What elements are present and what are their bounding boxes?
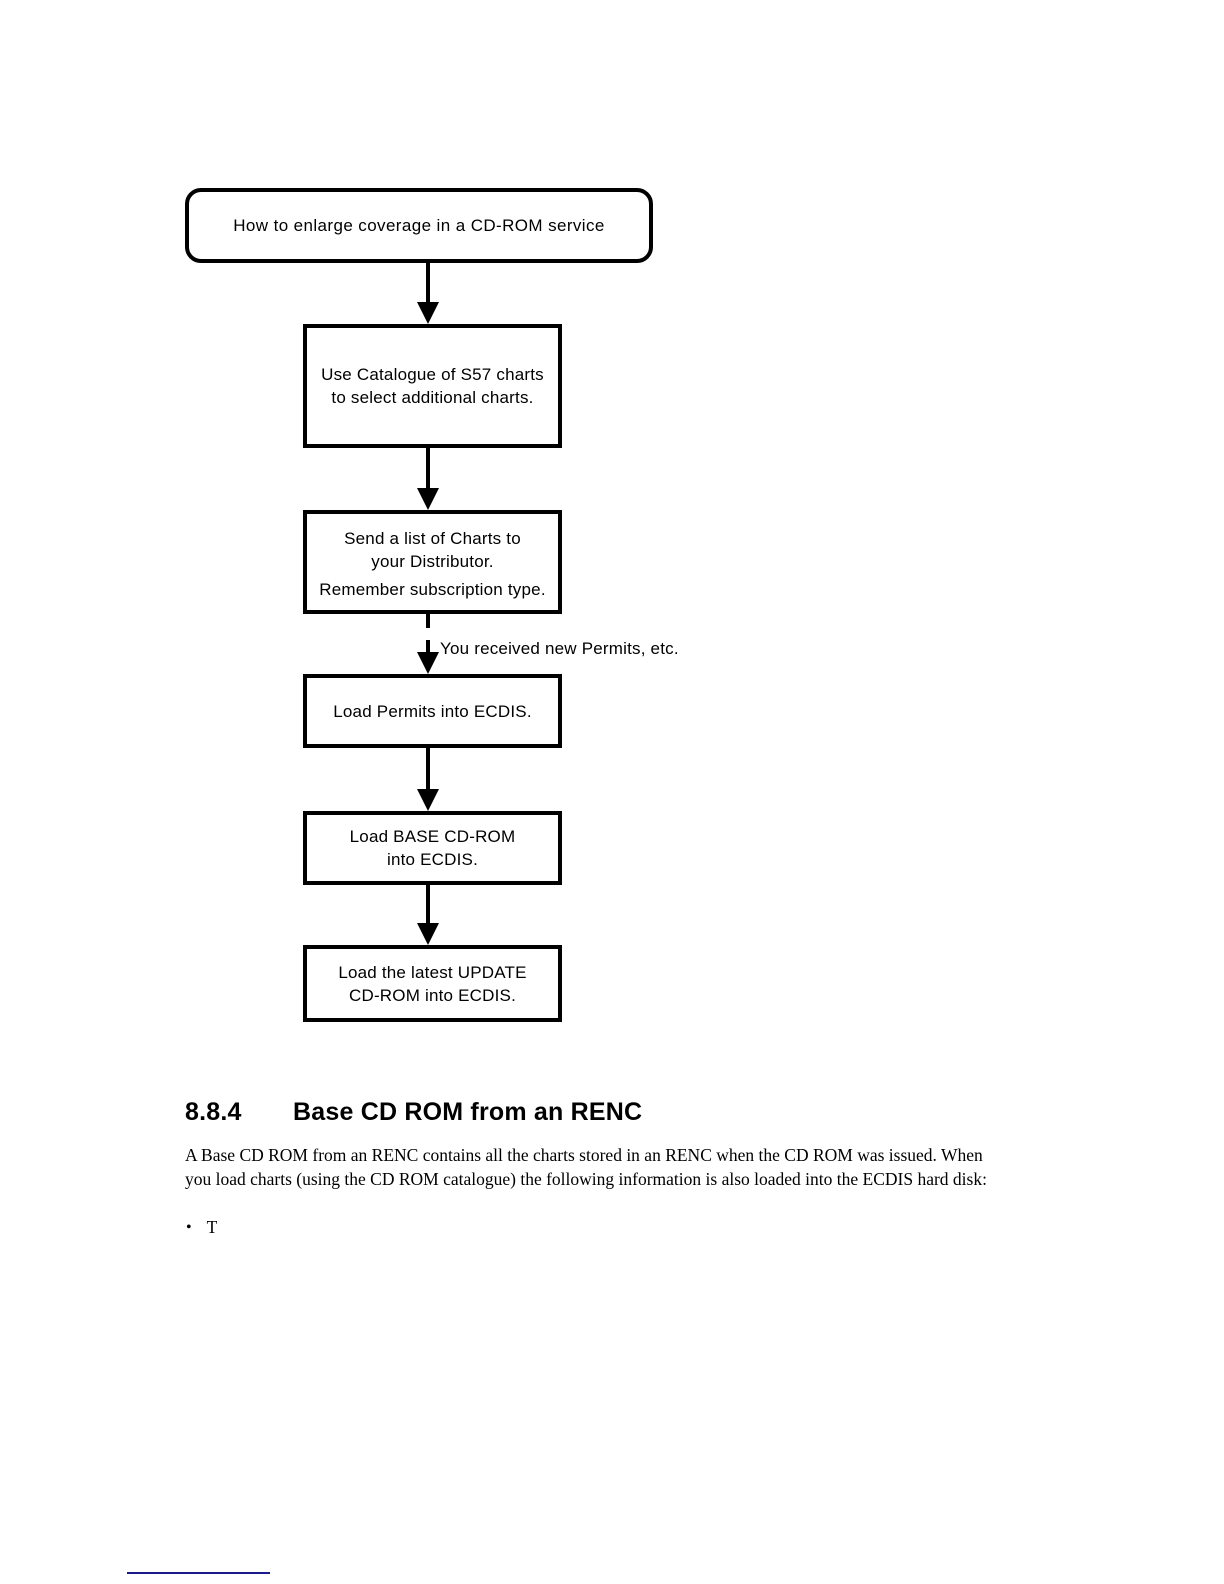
- step-line: your Distributor.: [371, 552, 494, 571]
- bullet-marker: •: [186, 1219, 192, 1236]
- arrowhead-down-icon: [417, 302, 439, 324]
- flowchart-step-use-catalogue: Use Catalogue of S57 charts to select ad…: [303, 324, 562, 448]
- paragraph-line: A Base CD ROM from an RENC contains all …: [185, 1145, 983, 1165]
- flowchart-step-load-update-cdrom: Load the latest UPDATE CD-ROM into ECDIS…: [303, 945, 562, 1022]
- step-line: to select additional charts.: [331, 388, 534, 407]
- arrow-stem-dash: [426, 614, 430, 628]
- section-title: Base CD ROM from an RENC: [293, 1098, 643, 1126]
- arrow-annotation: You received new Permits, etc.: [440, 639, 679, 658]
- step-line: Load Permits into ECDIS.: [333, 701, 532, 721]
- step-line: CD-ROM into ECDIS.: [348, 985, 516, 1005]
- bullet-text: T: [206, 1217, 218, 1237]
- arrow-stem-dash: [426, 640, 430, 652]
- section-number: 8.8.4: [185, 1098, 242, 1126]
- footer-link-underline[interactable]: [127, 1572, 270, 1574]
- arrow-stem: [426, 262, 430, 304]
- flowchart-step-load-permits: Load Permits into ECDIS.: [303, 674, 562, 748]
- step-line: Load BASE CD-ROM: [349, 827, 516, 846]
- step-line: Send a list of Charts to: [344, 529, 521, 548]
- arrowhead-down-icon: [417, 488, 439, 510]
- arrow-stem: [426, 748, 430, 791]
- arrowhead-down-icon: [417, 923, 439, 945]
- body-paragraph: A Base CD ROM from an RENC contains all …: [185, 1144, 987, 1191]
- flowchart-step-send-list: Send a list of Charts to your Distributo…: [303, 510, 562, 614]
- paragraph-line: you load charts (using the CD ROM catalo…: [185, 1168, 987, 1189]
- arrowhead-down-icon: [417, 652, 439, 674]
- arrowhead-down-icon: [417, 789, 439, 811]
- flowchart-title-box: How to enlarge coverage in a CD-ROM serv…: [185, 188, 653, 263]
- arrow-stem: [426, 448, 430, 490]
- step-line: Load the latest UPDATE: [338, 962, 527, 982]
- flowchart-title: How to enlarge coverage in a CD-ROM serv…: [233, 216, 605, 235]
- flowchart-step-load-base-cdrom: Load BASE CD-ROM into ECDIS.: [303, 811, 562, 885]
- arrow-stem: [426, 885, 430, 925]
- step-note: Remember subscription type.: [319, 580, 546, 599]
- section-heading: 8.8.4 Base CD ROM from an RENC: [185, 1096, 642, 1128]
- step-line: Use Catalogue of S57 charts: [321, 365, 544, 384]
- step-line: into ECDIS.: [386, 850, 478, 869]
- bullet-item: • T: [186, 1216, 217, 1239]
